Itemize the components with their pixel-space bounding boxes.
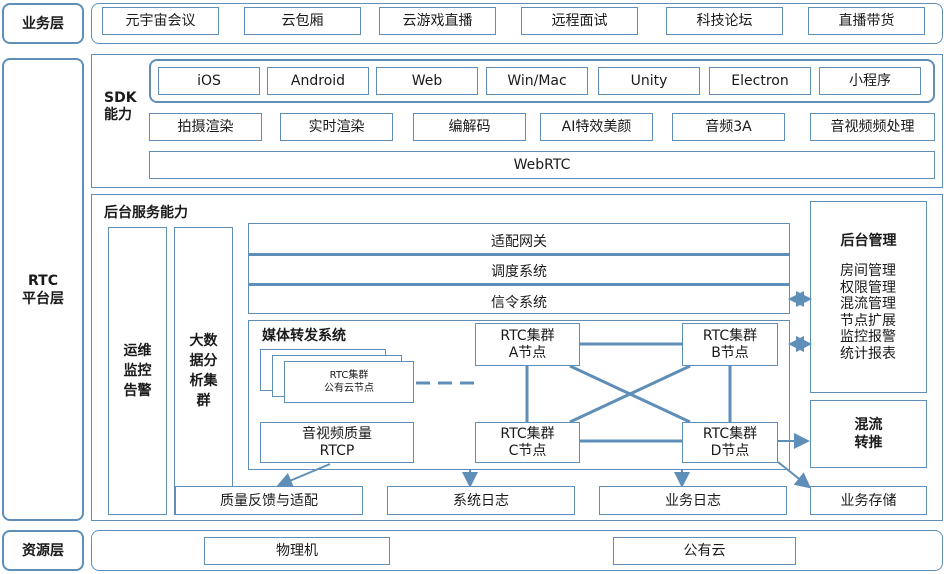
webrtc-bar: WebRTC xyxy=(149,151,935,179)
business-storage-box: 业务存储 xyxy=(810,486,927,515)
cloud-node-box: RTC集群 公有云节点 xyxy=(284,361,414,403)
media-system-title: 媒体转发系统 xyxy=(262,328,346,344)
layer-rtc-label: RTC 平台层 xyxy=(2,58,84,521)
sdk-platform: Electron xyxy=(709,67,811,95)
quality-feedback-box: 质量反馈与适配 xyxy=(175,486,363,515)
business-log-box: 业务日志 xyxy=(599,486,787,515)
management-title: 后台管理 xyxy=(840,233,897,249)
sdk-platform: 小程序 xyxy=(819,67,921,95)
divider xyxy=(248,283,790,286)
arrow-d-storage xyxy=(777,461,812,489)
sdk-platform-group xyxy=(149,59,935,103)
quality-rtcp-box: 音视频质量 RTCP xyxy=(260,422,414,463)
systems-stack xyxy=(248,223,790,314)
sdk-capability: AI特效美颜 xyxy=(540,113,653,141)
signaling-label: 信令系统 xyxy=(491,295,547,311)
sdk-capability: 拍摄渲染 xyxy=(149,113,262,141)
sdk-platform: Web xyxy=(376,67,478,95)
divider xyxy=(248,253,790,256)
business-layer-container xyxy=(91,3,943,44)
sdk-platform: Android xyxy=(267,67,369,95)
rtc-node-a: RTC集群 A节点 xyxy=(475,323,580,366)
backend-title: 后台服务能力 xyxy=(104,205,188,221)
business-item: 云包厢 xyxy=(244,7,361,35)
sdk-capability: 实时渲染 xyxy=(280,113,393,141)
media-system-container xyxy=(248,320,790,470)
sdk-container xyxy=(91,54,943,188)
sdk-capability: 编解码 xyxy=(413,113,526,141)
ops-monitoring-box: 运维 监控 告警 xyxy=(108,227,167,515)
sdk-title: SDK 能力 xyxy=(104,90,137,123)
sdk-platform: iOS xyxy=(158,67,260,95)
scheduler-label: 调度系统 xyxy=(491,264,547,280)
rtc-node-c: RTC集群 C节点 xyxy=(475,422,580,463)
resource-physical: 物理机 xyxy=(204,537,390,565)
sdk-platform: Unity xyxy=(598,67,700,95)
business-item: 远程面试 xyxy=(521,7,638,35)
link-b-c xyxy=(569,364,691,424)
backend-container xyxy=(91,194,943,521)
bigdata-box: 大数 据分 析集 群 xyxy=(174,227,233,515)
management-items: 房间管理 权限管理 混流管理 节点扩展 监控报警 统计报表 xyxy=(840,263,896,362)
mix-push-box: 混流 转推 xyxy=(810,400,927,468)
sdk-capability: 音频3A xyxy=(672,113,785,141)
business-item: 科技论坛 xyxy=(666,7,783,35)
layer-business-label: 业务层 xyxy=(2,3,84,44)
resource-public-cloud: 公有云 xyxy=(613,537,796,565)
gateway-label: 适配网关 xyxy=(491,234,547,250)
rtc-node-d: RTC集群 D节点 xyxy=(682,422,778,463)
arrow-quality-feedback xyxy=(276,463,331,488)
sdk-capability: 音视频频处理 xyxy=(810,113,935,141)
rtc-node-b: RTC集群 B节点 xyxy=(682,323,778,366)
business-item: 元宇宙会议 xyxy=(102,7,219,35)
sdk-platform: Win/Mac xyxy=(486,67,588,95)
system-log-box: 系统日志 xyxy=(387,486,575,515)
business-item: 云游戏直播 xyxy=(379,7,496,35)
management-box xyxy=(810,201,927,393)
layer-resource-label: 资源层 xyxy=(2,530,84,571)
business-item: 直播带货 xyxy=(808,7,925,35)
